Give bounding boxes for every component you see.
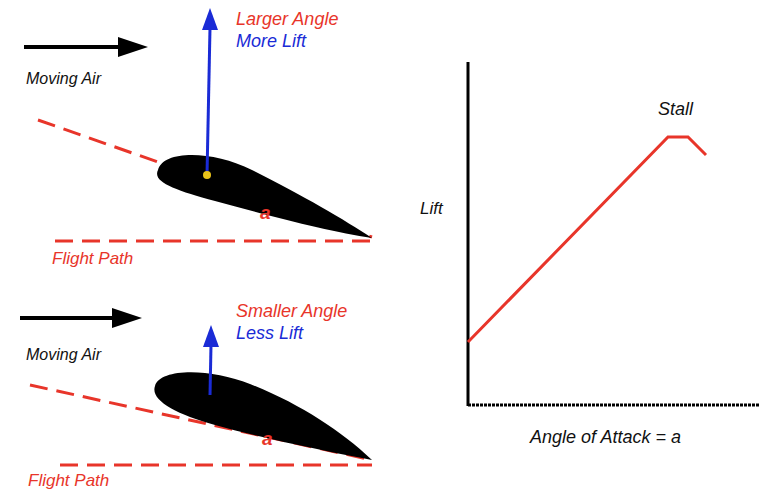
angle-symbol: a <box>260 203 271 224</box>
airfoil <box>157 155 372 238</box>
flight-path-line <box>55 240 372 243</box>
air-arrow-head <box>112 308 142 328</box>
air-arrow-head <box>118 37 148 57</box>
y-axis <box>467 62 470 406</box>
x-axis <box>468 404 760 407</box>
lift-point <box>203 171 211 179</box>
axis-label: Angle of Attack = a <box>530 428 681 448</box>
lift-label: Less Lift <box>236 324 303 344</box>
lift-arrow-shaft <box>210 345 211 395</box>
airflow-label: Moving Air <box>26 346 101 364</box>
lift-label: More Lift <box>236 32 306 52</box>
air-arrow-shaft <box>20 316 116 320</box>
lift-arrow-head <box>202 8 218 30</box>
lift-arrow-head <box>203 325 219 347</box>
flight-path-label: Flight Path <box>52 250 133 269</box>
stall-label: Stall <box>658 100 693 120</box>
lift-curve <box>468 137 706 342</box>
axis-label: Lift <box>420 200 443 219</box>
angle-symbol: a <box>262 429 273 450</box>
lift-arrow-shaft <box>207 28 210 175</box>
angle-label: Larger Angle <box>236 10 338 30</box>
airflow-label: Moving Air <box>26 70 101 88</box>
chord-line <box>38 120 372 237</box>
flight-path-label: Flight Path <box>28 472 109 491</box>
flight-path-line <box>60 464 372 467</box>
air-arrow-shaft <box>24 45 122 49</box>
airfoil <box>154 372 372 460</box>
angle-label: Smaller Angle <box>236 302 347 322</box>
